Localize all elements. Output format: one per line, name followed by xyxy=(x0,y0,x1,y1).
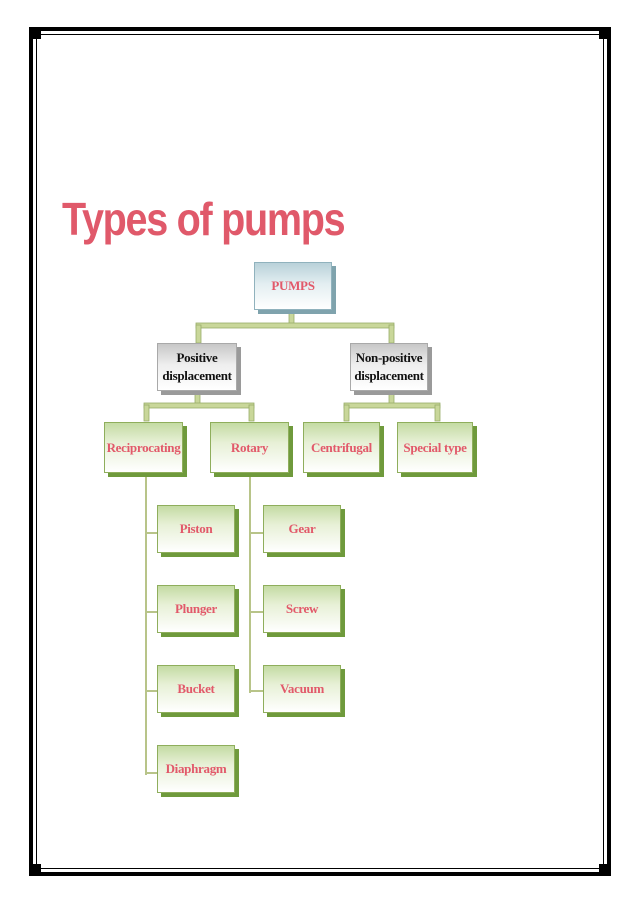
node-nonpositive-label-line2: displacement xyxy=(354,368,424,383)
node-gear-label: Gear xyxy=(288,521,316,536)
node-positive-label-line2: displacement xyxy=(162,368,232,383)
node-gear: Gear xyxy=(263,505,341,553)
page-border-outer xyxy=(29,27,611,876)
corner-top-left xyxy=(29,27,41,39)
node-positive-label-line1: Positive xyxy=(176,350,218,365)
node-bucket: Bucket xyxy=(157,665,235,713)
node-nonpositive-label-line1: Non-positive xyxy=(355,350,423,365)
corner-bottom-right xyxy=(599,864,611,876)
node-pumps-label: PUMPS xyxy=(271,278,315,293)
page-title: Types of pumps xyxy=(62,193,346,245)
connector-positive-bar xyxy=(143,402,255,409)
connector-rotary-down xyxy=(248,404,255,422)
node-positive-displacement: Positive displacement xyxy=(157,343,237,391)
connector-positive-down xyxy=(195,324,202,344)
node-screw-label: Screw xyxy=(285,601,319,616)
node-piston: Piston xyxy=(157,505,235,553)
page-border-inner xyxy=(36,34,604,869)
corner-top-right xyxy=(599,27,611,39)
node-reciprocating: Reciprocating xyxy=(104,422,183,473)
connector-reciprocating-down xyxy=(143,404,150,422)
node-reciprocating-label: Reciprocating xyxy=(106,439,181,455)
connector-centrifugal-down xyxy=(343,404,350,422)
node-piston-label: Piston xyxy=(179,521,213,536)
node-centrifugal-label: Centrifugal xyxy=(311,439,372,455)
node-plunger: Plunger xyxy=(157,585,235,633)
node-special-type: Special type xyxy=(397,422,473,473)
connector-specialtype-down xyxy=(434,404,441,422)
connector-level1-bar xyxy=(195,322,395,329)
node-vacuum-label: Vacuum xyxy=(280,681,324,696)
node-bucket-label: Bucket xyxy=(177,681,215,696)
connector-nonpositive-down xyxy=(388,324,395,344)
corner-bottom-left xyxy=(29,864,41,876)
node-screw: Screw xyxy=(263,585,341,633)
node-rotary: Rotary xyxy=(210,422,289,473)
node-non-positive-displacement: Non-positive displacement xyxy=(350,343,428,391)
node-centrifugal: Centrifugal xyxy=(303,422,380,473)
node-special-type-label: Special type xyxy=(403,439,467,455)
node-plunger-label: Plunger xyxy=(175,601,217,616)
connector-nonpositive-bar xyxy=(343,402,441,409)
node-diaphragm: Diaphragm xyxy=(157,745,235,793)
node-diaphragm-label: Diaphragm xyxy=(165,761,227,776)
node-vacuum: Vacuum xyxy=(263,665,341,713)
node-pumps: PUMPS xyxy=(254,262,332,310)
node-rotary-label: Rotary xyxy=(230,439,269,455)
